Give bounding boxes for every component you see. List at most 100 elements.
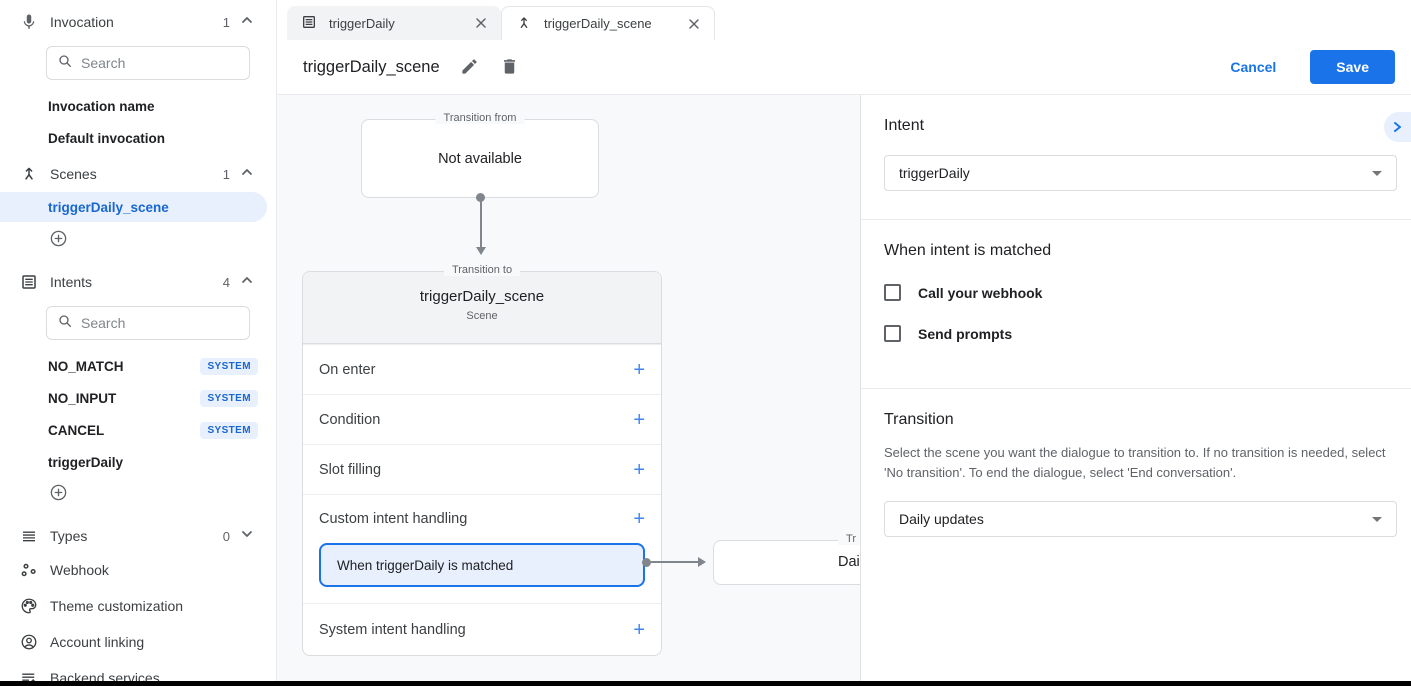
- transition-target-node[interactable]: Tr Dail: [713, 533, 861, 585]
- search-icon: [57, 53, 73, 74]
- transition-select[interactable]: Daily updates: [884, 501, 1397, 538]
- link-label: Theme customization: [50, 598, 184, 614]
- add-icon[interactable]: +: [633, 508, 645, 530]
- transition-heading: Transition: [884, 411, 954, 428]
- intent-handler-selected[interactable]: When triggerDaily is matched: [319, 543, 645, 587]
- sidebar-section-invocation[interactable]: Invocation 1: [0, 6, 276, 38]
- system-badge: SYSTEM: [200, 389, 258, 407]
- sidebar-item-invocation-name[interactable]: Invocation name: [48, 98, 155, 114]
- edit-icon[interactable]: [460, 57, 480, 77]
- transition-target-title: Dail: [838, 554, 861, 570]
- add-icon[interactable]: +: [633, 408, 645, 431]
- chevron-up-icon: [240, 165, 258, 183]
- scene-node-header: triggerDaily_scene Scene: [303, 272, 661, 344]
- menu-icon: [20, 527, 38, 545]
- sidebar-item-theme-customization[interactable]: Theme customization: [0, 588, 276, 624]
- sidebar-item-triggerdaily[interactable]: triggerDaily: [0, 446, 276, 478]
- search-input[interactable]: [81, 315, 211, 331]
- row-label: Custom intent handling: [319, 511, 468, 527]
- scene-row-slot-filling[interactable]: Slot filling +: [303, 444, 661, 494]
- sidebar-section-types[interactable]: Types 0: [0, 520, 276, 552]
- intent-label: NO_MATCH: [48, 358, 124, 374]
- section-label: Types: [50, 528, 88, 544]
- checkbox[interactable]: [884, 325, 901, 342]
- row-label: Condition: [319, 411, 381, 428]
- webhook-icon: [20, 561, 38, 579]
- collapse-panel-button[interactable]: [1384, 112, 1411, 142]
- intent-heading: Intent: [884, 117, 925, 134]
- dropdown-arrow-icon: [1372, 170, 1382, 176]
- section-label: Invocation: [50, 14, 114, 30]
- intent-section: Intent triggerDaily: [861, 95, 1411, 219]
- transition-from-value: Not available: [438, 150, 522, 167]
- when-matched-section: When intent is matched Call your webhook…: [861, 220, 1411, 388]
- cancel-button[interactable]: Cancel: [1230, 59, 1277, 75]
- save-button[interactable]: Save: [1310, 50, 1395, 84]
- sidebar-section-scenes[interactable]: Scenes 1: [0, 158, 276, 190]
- delete-icon[interactable]: [500, 57, 520, 77]
- intents-search[interactable]: [46, 306, 250, 340]
- scene-row-system-intent-handling[interactable]: System intent handling +: [303, 603, 661, 655]
- arrow-down-icon: [476, 247, 486, 255]
- sidebar-item-cancel[interactable]: CANCEL SYSTEM: [0, 414, 276, 446]
- search-input[interactable]: [81, 55, 211, 71]
- add-scene-button[interactable]: [0, 224, 276, 258]
- tab-triggerdaily[interactable]: triggerDaily: [287, 6, 501, 40]
- backend-services-icon: [20, 669, 38, 681]
- tab-triggerdaily-scene[interactable]: triggerDaily_scene: [501, 6, 715, 40]
- sidebar-item-account-linking[interactable]: Account linking: [0, 624, 276, 660]
- connector-line: [651, 561, 698, 563]
- transition-to-legend: Transition to: [443, 264, 521, 276]
- send-prompts-option[interactable]: Send prompts: [884, 325, 1397, 342]
- system-badge: SYSTEM: [200, 421, 258, 439]
- account-circle-icon: [20, 633, 38, 651]
- invocation-search[interactable]: [46, 46, 250, 80]
- section-count: 1: [222, 166, 230, 182]
- checkbox-label: Call your webhook: [918, 284, 1043, 301]
- section-label: Scenes: [50, 166, 97, 182]
- section-count: 0: [222, 528, 230, 544]
- sidebar-item-backend-services[interactable]: Backend services: [0, 660, 276, 681]
- mic-icon: [20, 13, 38, 31]
- sidebar-item-triggerdaily-scene[interactable]: triggerDaily_scene: [0, 192, 267, 222]
- close-icon[interactable]: [686, 16, 702, 32]
- sidebar-item-webhook[interactable]: Webhook: [0, 552, 276, 588]
- section-count: 4: [222, 274, 230, 290]
- divider: [861, 388, 1411, 389]
- sidebar-item-no-match[interactable]: NO_MATCH SYSTEM: [0, 350, 276, 382]
- add-intent-button[interactable]: [0, 478, 276, 512]
- intent-label: NO_INPUT: [48, 390, 117, 406]
- intent-label: triggerDaily: [48, 454, 124, 470]
- link-label: Account linking: [50, 634, 145, 650]
- checkbox[interactable]: [884, 284, 901, 301]
- custom-intent-handling-header[interactable]: Custom intent handling +: [303, 495, 661, 543]
- sidebar-item-no-input[interactable]: NO_INPUT SYSTEM: [0, 382, 276, 414]
- scene-icon: [516, 15, 534, 33]
- transition-target-legend: Tr: [838, 533, 860, 545]
- add-icon[interactable]: +: [633, 358, 645, 381]
- add-icon[interactable]: +: [633, 618, 645, 641]
- sidebar-item-default-invocation[interactable]: Default invocation: [48, 130, 166, 146]
- add-icon[interactable]: +: [633, 458, 645, 481]
- search-icon: [57, 313, 73, 334]
- intent-select[interactable]: triggerDaily: [884, 155, 1397, 191]
- scene-row-on-enter[interactable]: On enter +: [303, 344, 661, 394]
- flow-canvas: Transition from Not available Transition…: [277, 95, 861, 681]
- webhook-option[interactable]: Call your webhook: [884, 284, 1397, 301]
- scene-node: Transition to triggerDaily_scene Scene O…: [302, 264, 662, 656]
- article-icon: [301, 14, 319, 32]
- intent-label: CANCEL: [48, 422, 105, 438]
- transition-section: Transition Select the scene you want the…: [861, 389, 1411, 561]
- sidebar-section-intents[interactable]: Intents 4: [0, 266, 276, 298]
- handler-label: When triggerDaily is matched: [337, 557, 514, 573]
- chevron-up-icon: [240, 273, 258, 291]
- link-label: Backend services: [50, 670, 160, 681]
- scene-row-condition[interactable]: Condition +: [303, 394, 661, 444]
- scene-icon: [20, 165, 38, 183]
- transition-description: Select the scene you want the dialogue t…: [884, 445, 1386, 481]
- close-icon[interactable]: [473, 15, 489, 31]
- transition-from-box: Transition from Not available: [361, 112, 599, 198]
- dropdown-arrow-icon: [1372, 516, 1382, 522]
- row-label: Slot filling: [319, 461, 382, 478]
